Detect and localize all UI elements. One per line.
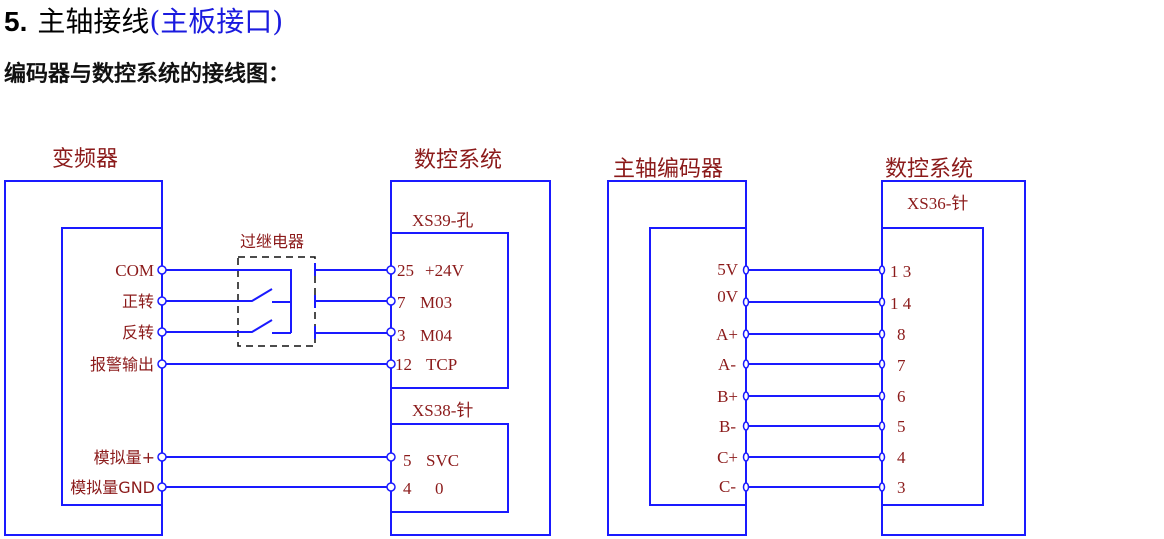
cnc-pin-signal: +24V — [425, 261, 465, 280]
wire-com-bus — [166, 269, 292, 333]
xs39-box — [390, 232, 509, 389]
vfd-terminal — [157, 265, 167, 275]
vfd-terminal — [157, 482, 167, 492]
cnc-terminal — [386, 359, 396, 369]
cnc-pin-number: 4 — [403, 479, 412, 498]
diagram-caption: 编码器与数控系统的接线图： — [4, 62, 291, 87]
xs36-terminal — [878, 421, 886, 431]
encoder-terminal-label: C- — [719, 477, 736, 496]
encoder-terminal — [742, 297, 750, 307]
cnc-pin-number: 7 — [397, 293, 406, 312]
section-number: 5. — [4, 6, 28, 37]
cnc-pin-signal: M04 — [420, 326, 453, 345]
encoder-terminal-label: A- — [718, 355, 736, 374]
cnc-pin-signal: SVC — [426, 451, 459, 470]
cnc-pin-number: 12 — [395, 355, 412, 374]
cnc-pin-signal: M03 — [420, 293, 452, 312]
vfd-terminal-label: 模拟量+ — [94, 448, 155, 467]
xs36-pin-label: 1 4 — [890, 294, 912, 313]
cnc-pin-signal: TCP — [426, 355, 457, 374]
encoder-terminal-label: B- — [719, 417, 736, 436]
cnc-pin-number: 3 — [397, 326, 406, 345]
xs36-pin-label: 3 — [897, 478, 906, 497]
encoder-terminal — [742, 265, 750, 275]
vfd-title: 变频器 — [52, 147, 118, 172]
xs38-label: XS38-针 — [412, 401, 473, 420]
vfd-terminal-label: 正转 — [122, 292, 154, 311]
encoder-terminal-label: C+ — [717, 448, 738, 467]
xs36-terminal — [878, 452, 886, 462]
vfd-terminal — [157, 296, 167, 306]
xs36-pin-label: 6 — [897, 387, 906, 406]
encoder-terminal-label: B+ — [717, 387, 738, 406]
xs36-terminal — [878, 359, 886, 369]
encoder-terminal-label: 0V — [717, 287, 739, 306]
xs36-pin-label: 7 — [897, 356, 906, 375]
section-title: 主轴接线 — [37, 5, 150, 38]
cnc-terminal — [386, 265, 396, 275]
encoder-terminal — [742, 329, 750, 339]
xs36-label: XS36-针 — [907, 194, 968, 213]
cnc-pin-number: 5 — [403, 451, 412, 470]
cnc-terminal — [386, 452, 396, 462]
vfd-terminal-label: 反转 — [122, 323, 154, 342]
xs38-box — [390, 423, 509, 513]
vfd-terminal-label: COM — [115, 261, 154, 280]
encoder-terminal — [742, 421, 750, 431]
cnc-pin-signal: 0 — [435, 479, 444, 498]
vfd-terminal — [157, 359, 167, 369]
xs36-pin-label: 4 — [897, 448, 906, 467]
wire-forward-switch — [166, 288, 273, 302]
cnc-title-left: 数控系统 — [414, 148, 502, 173]
xs36-terminal — [878, 391, 886, 401]
xs36-terminal — [878, 482, 886, 492]
relay-title: 过继电器 — [240, 232, 304, 251]
cnc-pin-number: 25 — [397, 261, 414, 280]
encoder-terminal-label: A+ — [716, 325, 738, 344]
cnc-terminal — [386, 482, 396, 492]
encoder-title: 主轴编码器 — [613, 157, 723, 182]
vfd-terminal-label: 模拟量GND — [70, 478, 155, 497]
xs36-terminal — [878, 297, 886, 307]
vfd-terminal — [157, 452, 167, 462]
vfd-terminal — [157, 327, 167, 337]
cnc-left-outer-box — [390, 180, 551, 536]
xs39-label: XS39-孔 — [412, 211, 473, 230]
cnc-terminal — [386, 296, 396, 306]
cnc-title-right: 数控系统 — [885, 157, 973, 182]
encoder-terminal — [742, 452, 750, 462]
wire-reverse-switch — [166, 319, 273, 333]
xs36-pin-label: 8 — [897, 325, 906, 344]
encoder-terminal-label: 5V — [717, 260, 739, 279]
encoder-terminal — [742, 391, 750, 401]
encoder-terminal — [742, 482, 750, 492]
xs36-terminal — [878, 329, 886, 339]
cnc-terminal — [386, 327, 396, 337]
section-title-paren: (主板接口) — [149, 5, 284, 38]
encoder-terminal — [742, 359, 750, 369]
xs36-pin-label: 5 — [897, 417, 906, 436]
section-heading: 5. 主轴接线(主板接口) — [4, 2, 283, 43]
vfd-terminal-label: 报警输出 — [90, 355, 154, 374]
xs36-pin-label: 1 3 — [890, 262, 911, 281]
xs36-terminal — [878, 265, 886, 275]
